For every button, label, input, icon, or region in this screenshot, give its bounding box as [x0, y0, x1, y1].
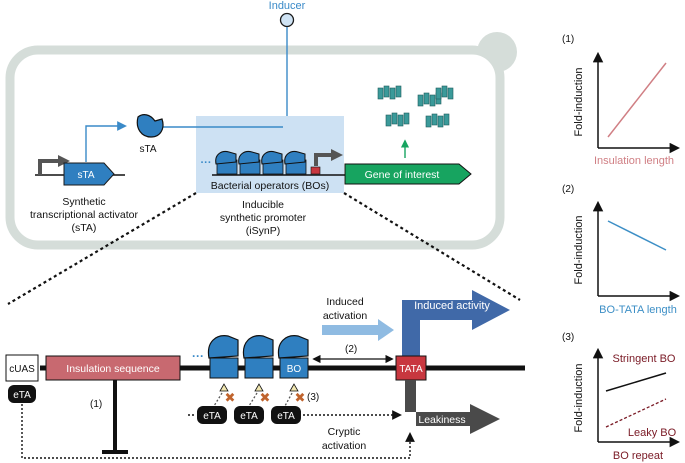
cuas-label: cUAS	[9, 364, 35, 375]
block-cross-1: ✖	[225, 390, 236, 405]
panel-3-leaky-line	[605, 398, 667, 428]
zoom-line-right	[343, 192, 521, 301]
eta-3-label: eTA	[277, 411, 295, 422]
induced-activation-line1: Induced	[326, 296, 364, 308]
panel-3-number: (3)	[562, 332, 574, 343]
expressed-proteins	[377, 85, 454, 128]
eta-interactions: ✖ ✖ ✖ eTA eTA eTA (3)	[197, 383, 319, 424]
bottom-bo-array: BO	[207, 335, 309, 379]
panel-1-ylabel: Fold-induction	[573, 67, 585, 136]
top-bo-array	[215, 151, 307, 175]
eta-1	[197, 406, 227, 424]
cryptic-activation-line1: Cryptic	[328, 426, 361, 438]
panel-2-ylabel: Fold-induction	[573, 215, 585, 284]
leakiness-arrow: Leakiness	[405, 380, 500, 434]
insulation-repression: (1)	[90, 380, 128, 454]
block-cross-3: ✖	[295, 390, 306, 405]
panel-2-trend-line	[607, 220, 667, 251]
inducer-molecule	[279, 12, 295, 28]
bo-label: BO	[287, 364, 302, 375]
zoom-line-left	[7, 192, 197, 305]
eta-3	[271, 406, 301, 424]
isynp-promoter: ··· Bacterial operators (BOs) Inducible …	[201, 149, 345, 237]
panel-3: (3) Stringent BO Leaky BO Fold-induction…	[562, 332, 681, 462]
isynp-caption-line3: (iSynP)	[246, 225, 280, 237]
panel-2-number: (2)	[562, 184, 574, 195]
panel-1-xlabel: Insulation length	[594, 155, 674, 167]
marker-3: (3)	[307, 392, 319, 403]
bottom-ellipsis: ···	[192, 349, 204, 363]
bo-caption: Bacterial operators (BOs)	[211, 180, 329, 192]
panel-3-series-stringent: Stringent BO	[613, 353, 676, 365]
top-tata-box	[310, 166, 321, 175]
isynp-caption-line1: Inducible	[242, 199, 284, 211]
panel-1: (1) Fold-induction Insulation length	[562, 34, 681, 167]
induced-activity-label: Induced activity	[414, 300, 490, 312]
panel-3-series-leaky: Leaky BO	[628, 427, 677, 439]
gene-of-interest: Gene of interest	[344, 139, 472, 185]
eta-2-label: eTA	[240, 411, 258, 422]
cuas-element: cUAS eTA	[5, 354, 39, 403]
eta-2	[234, 406, 264, 424]
induced-activity-arrow: Induced activity	[402, 290, 510, 366]
sta-protein-label: sTA	[139, 144, 156, 155]
tata-label: TATA	[399, 364, 423, 375]
insulation-sequence: Insulation sequence	[45, 355, 181, 381]
sta-caption-line2: transcriptional activator	[30, 209, 138, 221]
panel-1-number: (1)	[562, 34, 574, 45]
induced-activation-line2: activation	[323, 310, 368, 322]
sta-caption-line1: Synthetic	[62, 196, 105, 208]
cryptic-path-cuas	[21, 404, 415, 459]
cryptic-activation-line2: activation	[322, 440, 367, 452]
sta-caption-line3: (sTA)	[72, 222, 97, 234]
marker-2: (2)	[345, 344, 357, 355]
sta-promoter-arrow	[38, 159, 60, 175]
block-cross-2: ✖	[260, 390, 271, 405]
induced-activation-arrow	[322, 319, 394, 341]
leakiness-label: Leakiness	[418, 414, 465, 426]
eta-1-label: eTA	[203, 411, 221, 422]
eta-left-label: eTA	[13, 390, 31, 401]
insulation-label: Insulation sequence	[66, 363, 160, 375]
top-ellipsis: ···	[201, 157, 212, 169]
panel-2-xlabel: BO-TATA length	[599, 304, 677, 316]
sta-gene-label: sTA	[77, 170, 94, 181]
inducer-label: Inducer	[269, 0, 306, 12]
isynp-caption-line2: synthetic promoter	[220, 212, 307, 224]
top-transcription-arrow	[314, 153, 333, 166]
panel-3-stringent-line	[605, 372, 667, 392]
sta-gene-box	[63, 162, 115, 186]
sta-expression-arrow	[85, 121, 127, 162]
sta-gene: sTA Synthetic transcriptional activator …	[30, 155, 138, 234]
marker-1: (1)	[90, 399, 102, 410]
tata-box: TATA	[395, 355, 427, 381]
panel-2: (2) Fold-induction BO-TATA length	[562, 184, 681, 316]
gene-label: Gene of interest	[365, 169, 440, 181]
sta-protein: sTA	[136, 114, 164, 155]
panel-3-ylabel: Fold-induction	[573, 363, 585, 432]
panel-1-trend-line	[607, 62, 667, 138]
panel-3-xlabel: BO repeat	[613, 450, 663, 462]
bo-element	[279, 357, 309, 379]
eta-left	[8, 385, 36, 403]
